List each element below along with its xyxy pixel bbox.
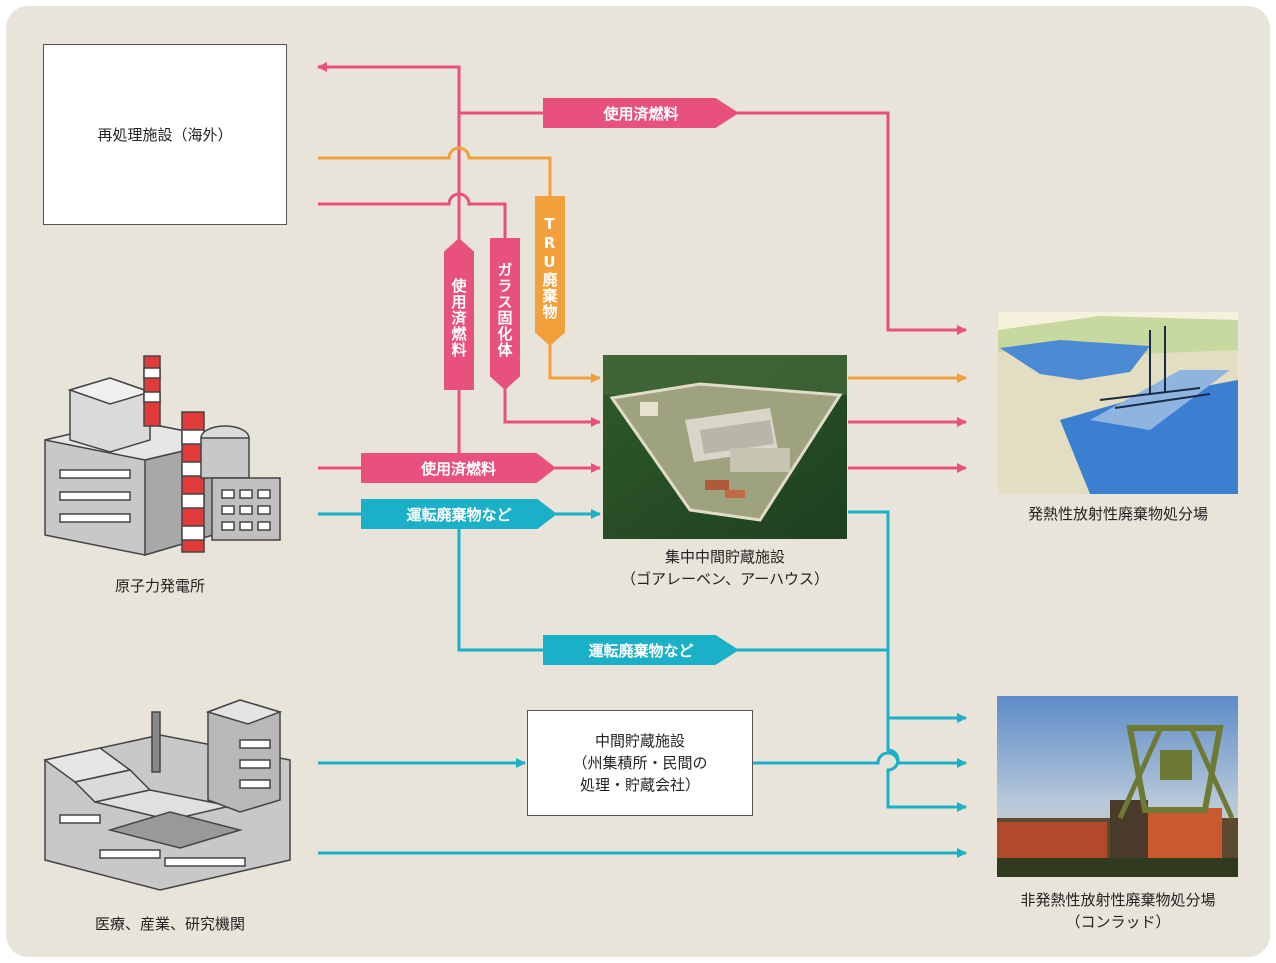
central-storage-label: 集中中間貯蔵施設 （ゴアレーベン、アーハウス）: [575, 546, 875, 590]
heat-repository-illustration: [998, 312, 1238, 494]
glass-to-central-arrow: [318, 192, 601, 427]
tru-tag: TRU廃棄物: [535, 196, 565, 346]
institutions-icon: [43, 699, 291, 891]
nonheat-repository-line-2: （コンラッド）: [1065, 913, 1171, 931]
operational-npp-tag: 運転廃棄物など: [361, 499, 557, 529]
tru-to-central-arrow: [318, 146, 601, 383]
nuclear-plant-icon: [44, 355, 281, 557]
konrad-photo: [997, 696, 1238, 877]
npp-label: 原子力発電所: [114, 577, 205, 595]
reprocessing-facility-box: 再処理施設（海外）: [43, 44, 287, 225]
spent-fuel-top-tag: 使用済燃料: [543, 98, 739, 128]
central-storage-line-2: （ゴアレーベン、アーハウス）: [621, 570, 829, 588]
nonheat-repository-line-1: 非発熱性放射性廃棄物処分場: [1020, 891, 1216, 909]
institutions-label: 医療、産業、研究機関: [94, 915, 245, 933]
interim-storage-line-3: 処理・貯蔵会社）: [579, 776, 700, 794]
central-storage-line-1: 集中中間貯蔵施設: [664, 548, 785, 566]
heat-repository-label: 発熱性放射性廃棄物処分場: [1027, 505, 1208, 523]
orange-flows: [318, 146, 967, 383]
spent-fuel-vertical-tag: 使用済燃料: [444, 238, 474, 390]
operational-mid-tag: 運転廃棄物など: [543, 635, 739, 665]
interim-storage-box: 中間貯蔵施設 （州集積所・民間の 処理・貯蔵会社）: [527, 710, 753, 816]
central-storage-photo: [603, 355, 847, 539]
interim-to-nonheat-arrow: [752, 751, 967, 768]
interim-storage-line-2: （州集積所・民間の: [572, 754, 708, 772]
reprocessing-facility-label: 再処理施設（海外）: [97, 125, 233, 144]
interim-storage-line-1: 中間貯蔵施設: [594, 732, 685, 750]
nonheat-repository-label: 非発熱性放射性廃棄物処分場 （コンラッド）: [978, 889, 1258, 933]
glass-tag: ガラス固化体: [490, 238, 520, 390]
spent-fuel-npp-tag: 使用済燃料: [361, 453, 556, 483]
